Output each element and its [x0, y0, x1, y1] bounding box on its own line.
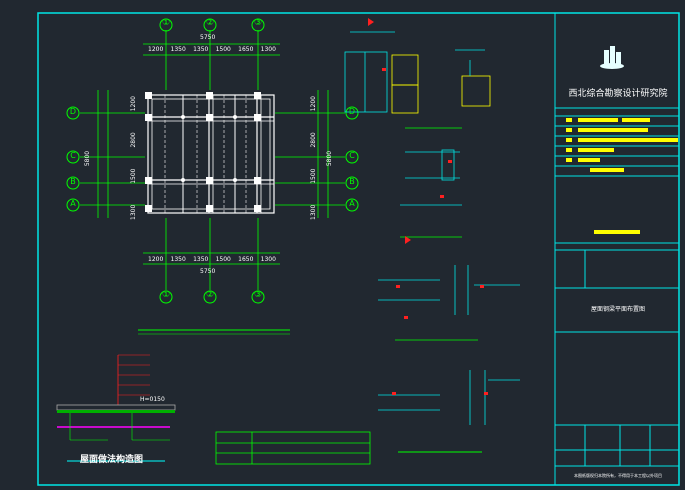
- joint-detail-3: [400, 149, 462, 238]
- drawing-title: 屋面钢梁平面布置图: [590, 306, 645, 313]
- red-markers: [368, 18, 488, 395]
- dim: 1200: [148, 256, 164, 263]
- dim: 1350: [193, 256, 209, 263]
- dim: 1200: [148, 46, 164, 53]
- axis-label-right-c: C: [349, 151, 355, 160]
- schedule-table: [215, 431, 371, 465]
- roof-section-detail: [56, 354, 176, 462]
- dimension-lines: [80, 30, 345, 290]
- top-total: 5750: [200, 34, 216, 41]
- dim: 1200: [310, 96, 317, 112]
- left-dims: 1300 1500 2800 1200: [130, 96, 142, 220]
- axis-label-top-1: ①: [161, 18, 171, 28]
- axis-label-left-d: D: [69, 107, 77, 116]
- axis-label-left-b: B: [70, 177, 76, 186]
- dim: 1200: [130, 96, 137, 112]
- joint-detail-1: [344, 31, 462, 129]
- institute-name: 西北综合勘察设计研究院: [568, 89, 668, 99]
- axis-bubbles: [66, 18, 359, 304]
- dim: 1500: [130, 168, 137, 184]
- axis-label-right-d: D: [348, 107, 356, 116]
- drawing-frame: [37, 12, 680, 486]
- dim: 1350: [193, 46, 209, 53]
- axis-label-bottom-2: ②: [205, 290, 215, 300]
- dim: 1300: [130, 204, 137, 220]
- axis-label-left-c: C: [70, 151, 76, 160]
- section-title: 屋面做法构造图: [80, 455, 144, 465]
- title-block-bars: [555, 115, 679, 234]
- axis-label-top-3: ③: [253, 18, 263, 28]
- dim: 2800: [130, 132, 137, 148]
- beam-plan: [147, 94, 275, 214]
- dim: 1500: [215, 256, 231, 263]
- dim: 1350: [170, 256, 186, 263]
- right-dims: 1300 1500 2800 1200: [310, 96, 322, 220]
- dim: 1350: [170, 46, 186, 53]
- dim: 1500: [310, 168, 317, 184]
- title-block: [554, 13, 679, 485]
- right-total: 5800: [326, 150, 334, 167]
- footer-note: 本图纸版权归本院所有，不得用于本工程以外项目: [574, 473, 662, 478]
- logo-icon: [600, 46, 624, 69]
- top-dims: 1200 1350 1350 1500 1650 1300: [148, 46, 276, 53]
- dim: 1300: [260, 46, 276, 53]
- axis-label-top-2: ②: [205, 18, 215, 28]
- dim: 1650: [238, 256, 254, 263]
- dim: 1500: [215, 46, 231, 53]
- bottom-total: 5750: [200, 268, 216, 275]
- dim: 1300: [310, 204, 317, 220]
- column-nodes: [145, 92, 261, 212]
- joint-detail-2: [455, 49, 491, 107]
- axis-label-bottom-1: ①: [161, 290, 171, 300]
- dim: 1650: [238, 46, 254, 53]
- joint-detail-5: [378, 370, 520, 425]
- axis-label-right-b: B: [349, 177, 355, 186]
- dim: 2800: [310, 132, 317, 148]
- section-label: H=0150: [140, 396, 165, 403]
- axis-label-bottom-3: ③: [253, 290, 263, 300]
- axis-label-right-a: A: [349, 199, 355, 208]
- dim: 1300: [260, 256, 276, 263]
- joint-detail-4: [378, 265, 520, 341]
- bottom-dims: 1200 1350 1350 1500 1650 1300: [148, 256, 276, 263]
- axis-label-left-a: A: [70, 199, 76, 208]
- left-total: 5800: [84, 150, 92, 167]
